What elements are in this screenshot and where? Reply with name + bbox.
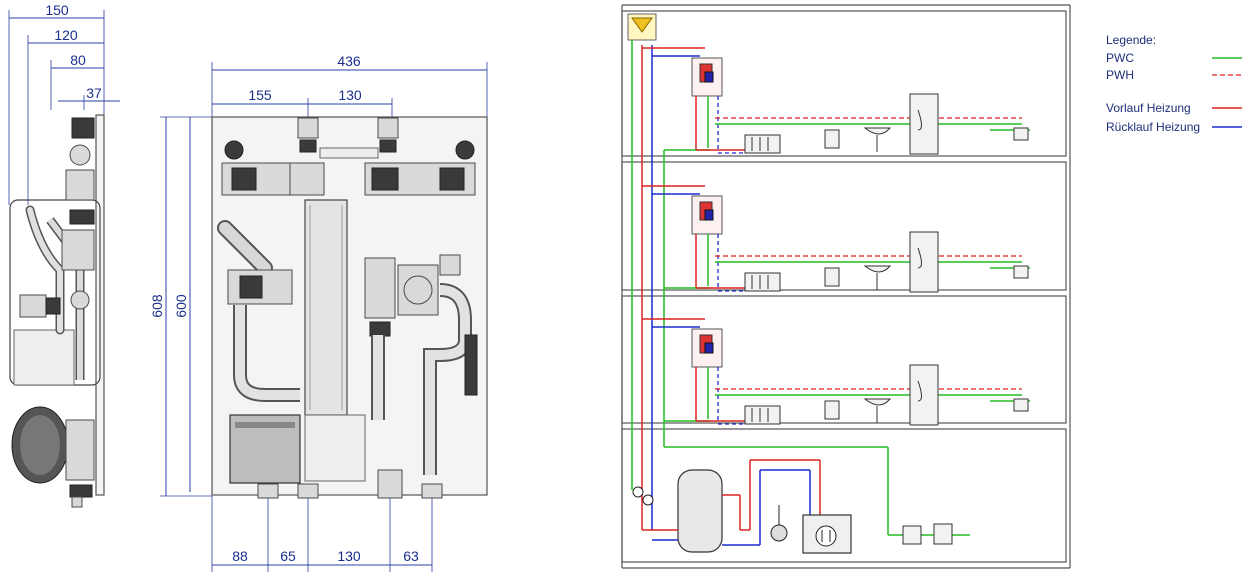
- side-dim-37: 37: [86, 85, 102, 101]
- front-dim-608: 608: [149, 294, 165, 318]
- side-dim-120: 120: [54, 27, 78, 43]
- legend: Legende: PWC PWH Vorlauf Heizung Rücklau…: [1106, 33, 1242, 134]
- schematic: Legende: PWC PWH Vorlauf Heizung Rücklau…: [621, 4, 1242, 569]
- front-view-dimensions: 436 155 130 608 600 88 65 130 63: [149, 53, 488, 572]
- side-view: 150 120 80 37: [8, 2, 120, 508]
- front-dim-65: 65: [280, 548, 296, 564]
- side-dim-80: 80: [70, 52, 86, 68]
- heat-exchanger: [304, 199, 348, 416]
- top-valves: [297, 117, 399, 159]
- radiator: [744, 134, 781, 154]
- side-view-dimensions: 150 120 80 37: [8, 2, 120, 205]
- front-dim-436: 436: [337, 53, 361, 69]
- legend-pwc-label: PWC: [1106, 51, 1134, 65]
- legend-ruecklauf-label: Rücklauf Heizung: [1106, 120, 1200, 134]
- front-dim-88: 88: [232, 548, 248, 564]
- side-dim-150: 150: [45, 2, 69, 18]
- front-dim-600: 600: [173, 294, 189, 318]
- bottom-ports: [257, 469, 443, 499]
- floor-slabs: [621, 10, 1067, 563]
- water-meter: [902, 525, 922, 545]
- shower: [909, 93, 939, 155]
- basement-plant: [632, 446, 970, 554]
- legend-pwh-label: PWH: [1106, 68, 1134, 82]
- middle-pipe-group: [227, 254, 461, 337]
- kitchen-tap: [1013, 127, 1029, 141]
- side-lower-box: [13, 329, 75, 386]
- front-dim-130-bottom: 130: [337, 548, 361, 564]
- filter: [933, 523, 953, 545]
- apartment-floor-1: [642, 47, 1030, 155]
- front-dim-63: 63: [403, 548, 419, 564]
- front-dim-130-top: 130: [338, 87, 362, 103]
- washbasin: [863, 127, 892, 135]
- buffer-tank: [677, 469, 723, 553]
- legend-title: Legende:: [1106, 33, 1156, 47]
- expansion-vessel: [770, 524, 788, 542]
- front-view: 436 155 130 608 600 88 65 130 63: [149, 53, 488, 572]
- legend-vorlauf-label: Vorlauf Heizung: [1106, 101, 1191, 115]
- front-dim-155: 155: [248, 87, 272, 103]
- upper-pipe-group: [221, 140, 476, 196]
- toilet: [824, 129, 840, 149]
